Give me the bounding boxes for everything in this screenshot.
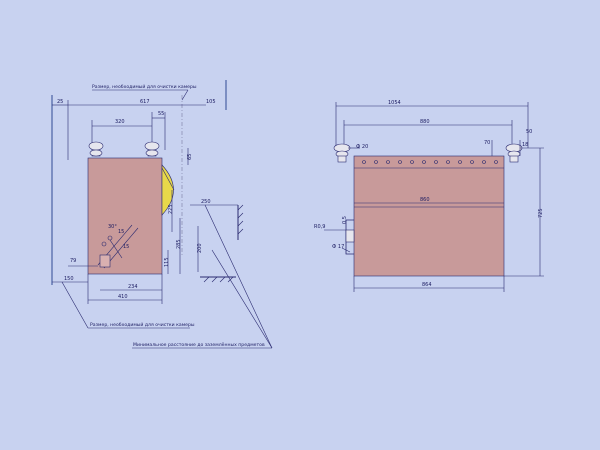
- dim-725: 725: [538, 208, 544, 218]
- dim-18: 18: [522, 142, 528, 148]
- insulator-r-right: [505, 143, 523, 163]
- dim-50: 50: [526, 129, 532, 135]
- dim-864: 864: [422, 282, 432, 288]
- note-min-distance: Минимальное расстояние до заземлённых пр…: [133, 342, 265, 348]
- dim-320: 320: [115, 119, 125, 125]
- dim-r09: R0,9: [314, 224, 325, 230]
- dim-55: 55: [158, 111, 164, 117]
- angle-15b: 15: [123, 244, 129, 250]
- dim-105: 105: [206, 99, 216, 105]
- rivet-row: [362, 160, 498, 164]
- floor-hatch: [200, 276, 236, 283]
- dim-115: 115: [164, 257, 170, 267]
- left-body: [87, 157, 163, 275]
- left-view: [51, 80, 273, 349]
- leader-min-b: [211, 249, 273, 349]
- dim-1054: 1054: [388, 100, 401, 106]
- dim-234: 234: [128, 284, 138, 290]
- dim-65: 65: [187, 154, 193, 160]
- leader-bottom: [61, 281, 89, 329]
- dim-410: 410: [118, 294, 128, 300]
- dim-880: 880: [420, 119, 430, 125]
- note-chamber-top: Размер, необходимый для очистки камеры: [92, 83, 197, 90]
- insulator-r-left: [333, 143, 351, 163]
- note-chamber-bottom: Размер, необходимый для очистки камеры: [90, 321, 195, 328]
- dim-860: 860: [420, 197, 430, 203]
- dim-70: 70: [484, 140, 490, 146]
- right-body: [353, 155, 505, 277]
- dim-79: 79: [70, 258, 76, 264]
- dim-05: 0,5: [342, 216, 348, 224]
- dim-225: 225: [168, 204, 174, 214]
- dim-285: 285: [176, 239, 182, 249]
- dim-250: 250: [201, 199, 211, 205]
- dim-200: 200: [197, 243, 203, 253]
- insulator-left: [88, 141, 104, 157]
- wall-hatch: [190, 204, 244, 240]
- dim-617: 617: [140, 99, 150, 105]
- leader-phi17: [341, 247, 351, 253]
- angle-15a: 15: [118, 229, 124, 235]
- internal-mechanism: [97, 224, 139, 269]
- insulator-right: [144, 141, 160, 157]
- dim-150: 150: [64, 276, 74, 282]
- right-view: [324, 102, 544, 292]
- leader-min-a: [204, 204, 273, 349]
- leader-top-tick: [181, 89, 189, 101]
- angle-30: 30°: [108, 224, 117, 230]
- cooler-line: [161, 167, 175, 191]
- dim-phi17: Ф 17: [332, 244, 344, 250]
- dim-phi20: Ф 20: [356, 144, 368, 150]
- cooling-element: [161, 164, 174, 216]
- dim-25: 25: [57, 99, 63, 105]
- side-plate: [345, 229, 355, 243]
